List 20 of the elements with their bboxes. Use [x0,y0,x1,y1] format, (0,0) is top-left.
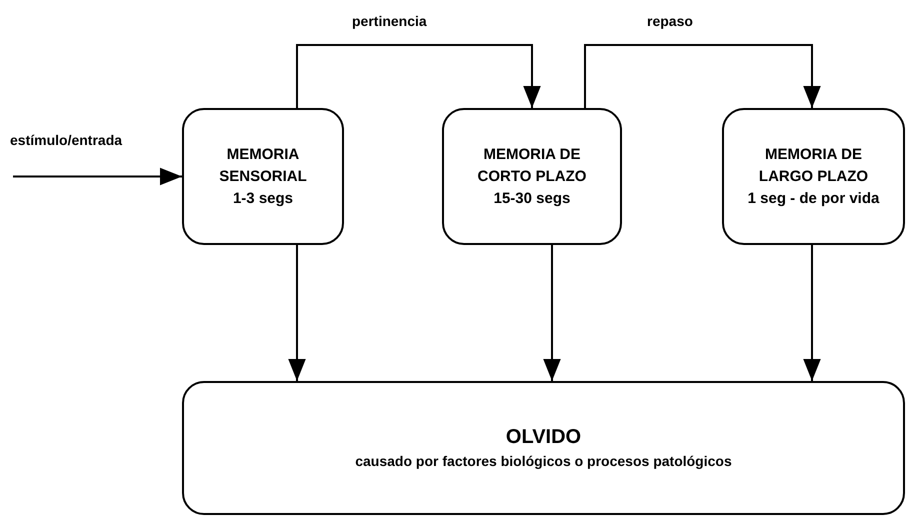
arrow [288,245,306,381]
memory-box [182,108,344,245]
box-note: 1-3 segs [232,188,294,208]
arrow [803,245,821,381]
box-title: OLVIDO [504,425,582,450]
memory-box [182,381,905,515]
box-title: MEMORIA SENSORIAL [218,144,308,186]
box-title: MEMORIA DE LARGO PLAZO [758,144,870,186]
box-title: MEMORIA DE CORTO PLAZO [476,144,588,186]
arrow [543,245,561,381]
memory-box [722,108,905,245]
box-note: 15-30 segs [492,188,572,208]
box-note: causado por factores biológicos o procesos patológicos [354,452,733,471]
edge-label: estímulo/entrada [8,132,124,148]
arrow [584,44,821,108]
arrow [13,168,182,186]
edge-label: pertinencia [350,13,429,29]
arrow [296,44,541,108]
memory-box [442,108,622,245]
box-note: 1 seg - de por vida [746,188,880,208]
